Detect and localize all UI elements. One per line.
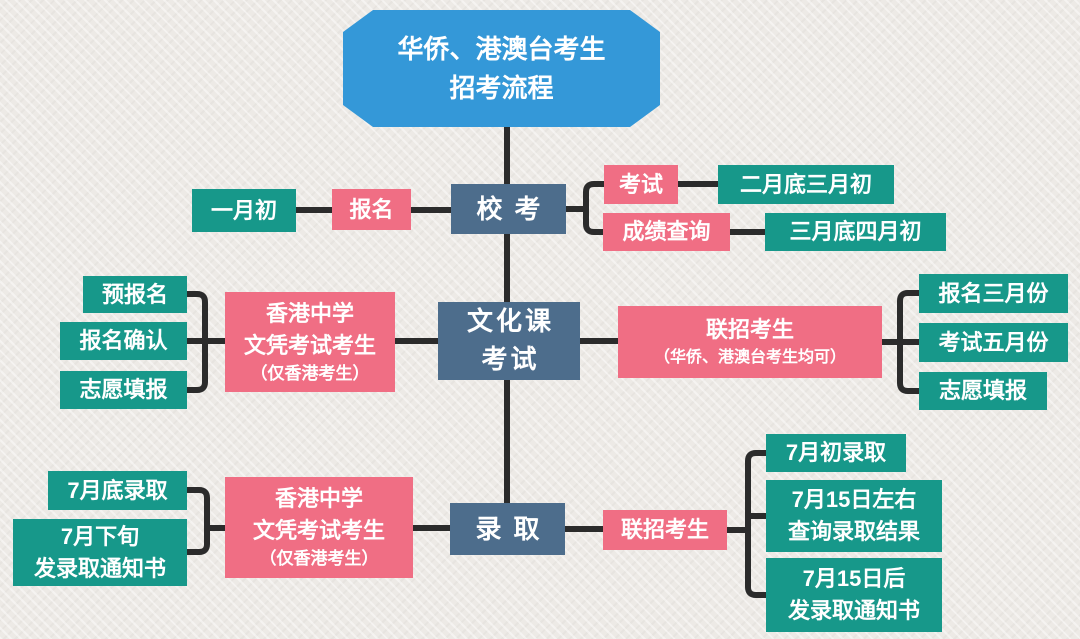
node-joint-signup-time: 报名三月份 [919, 274, 1068, 313]
joint-signup-time-label: 报名三月份 [938, 280, 1049, 306]
node-joint-culture: 联招考生 （华侨、港澳台考生均可） [618, 306, 882, 378]
hkdse-notice-line2: 发录取通知书 [33, 555, 166, 581]
node-joint-exam-time: 考试五月份 [919, 323, 1068, 362]
title-line1: 华侨、港澳台考生 [397, 33, 606, 64]
node-score-check-time: 三月底四月初 [765, 213, 946, 251]
signup-confirm-label: 报名确认 [79, 328, 168, 354]
connector-row3-left-bracket [187, 487, 210, 555]
joint-culture-line2: （华侨、港澳台考生均可） [653, 349, 846, 367]
hkdse-admission-line3: （仅香港考生） [259, 549, 379, 569]
joint-result-line1: 7月15日左右 [791, 487, 917, 513]
joint-result-line2: 查询录取结果 [787, 519, 920, 544]
node-joint-admit-time: 7月初录取 [766, 434, 906, 472]
admission-label: 录取 [475, 513, 552, 544]
node-score-check: 成绩查询 [603, 213, 730, 251]
culture-exam-line1: 文化课 [466, 306, 554, 337]
node-exam: 考试 [604, 165, 678, 204]
exam-time-label: 二月底三月初 [739, 171, 872, 197]
wish-fill-left-label: 志愿填报 [79, 377, 168, 403]
joint-notice-line1: 7月15日后 [802, 566, 906, 592]
node-title: 华侨、港澳台考生 招考流程 [343, 10, 660, 127]
score-check-time-label: 三月底四月初 [789, 219, 922, 245]
exam-label: 考试 [618, 171, 663, 197]
node-joint-notice: 7月15日后 发录取通知书 [766, 558, 942, 632]
node-admission: 录取 [450, 503, 565, 555]
school-exam-label: 校考 [476, 193, 553, 224]
node-hkdse-notice: 7月下旬 发录取通知书 [13, 519, 187, 586]
node-hkdse-admit-time: 7月底录取 [48, 471, 187, 510]
hkdse-culture-line3: （仅香港考生） [250, 363, 370, 383]
hkdse-admission-line1: 香港中学 [274, 486, 363, 512]
node-joint-result: 7月15日左右 查询录取结果 [766, 480, 942, 552]
signup-time-label: 一月初 [210, 197, 277, 223]
node-signup-time: 一月初 [192, 189, 296, 232]
hkdse-admission-line2: 文凭考试考生 [252, 518, 385, 544]
joint-admission-label: 联招考生 [620, 517, 709, 543]
joint-admit-time-label: 7月初录取 [785, 440, 887, 466]
node-hkdse-culture: 香港中学 文凭考试考生 （仅香港考生） [225, 292, 395, 392]
node-culture-exam: 文化课 考试 [438, 302, 580, 380]
node-wish-fill-left: 志愿填报 [60, 371, 187, 409]
score-check-label: 成绩查询 [622, 219, 711, 245]
wish-fill-right-label: 志愿填报 [938, 378, 1027, 404]
joint-exam-time-label: 考试五月份 [938, 329, 1049, 355]
hkdse-culture-line1: 香港中学 [265, 300, 354, 326]
node-hkdse-admission: 香港中学 文凭考试考生 （仅香港考生） [225, 477, 413, 578]
joint-notice-line2: 发录取通知书 [787, 598, 920, 623]
hkdse-culture-line2: 文凭考试考生 [243, 332, 376, 358]
node-pre-signup: 预报名 [83, 276, 187, 313]
node-wish-fill-right: 志愿填报 [919, 372, 1047, 410]
hkdse-notice-line1: 7月下旬 [60, 523, 140, 549]
node-exam-time: 二月底三月初 [718, 165, 894, 204]
joint-culture-line1: 联招考生 [705, 317, 794, 343]
hkdse-admit-time-label: 7月底录取 [67, 477, 168, 503]
pre-signup-label: 预报名 [101, 281, 168, 307]
title-line2: 招考流程 [449, 72, 554, 103]
node-school-exam: 校考 [451, 184, 566, 234]
node-signup: 报名 [332, 189, 411, 230]
connector-row1-bracket [583, 181, 604, 235]
culture-exam-line2: 考试 [481, 344, 540, 374]
signup-label: 报名 [349, 196, 394, 222]
connector-row3-right-bracket [745, 450, 766, 598]
node-joint-admission: 联招考生 [603, 510, 727, 550]
node-signup-confirm: 报名确认 [60, 322, 187, 360]
